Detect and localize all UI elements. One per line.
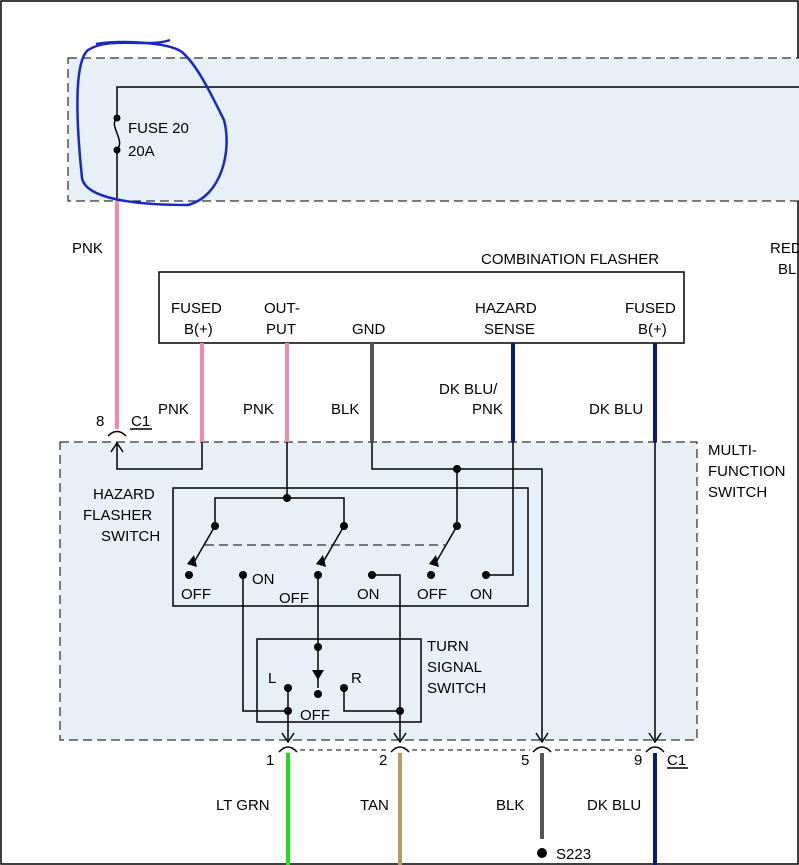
turn-label-3: SWITCH: [427, 680, 486, 697]
connector-top-c1: 8 C1: [96, 413, 152, 437]
pin-1: 1: [266, 752, 274, 769]
pin-2: 2: [379, 752, 387, 769]
terminal-fused-b-left-1: FUSED: [171, 300, 222, 317]
terminal-fused-b-left-2: B(+): [184, 321, 213, 338]
wire-label-fused-b-right: DK BLU: [589, 401, 643, 418]
multifunction-label-1: MULTI-: [708, 442, 757, 459]
combination-flasher: COMBINATION FLASHER FUSED B(+) OUT- PUT …: [158, 251, 685, 344]
terminal-fused-b-right-1: FUSED: [625, 300, 676, 317]
multifunction-label-2: FUNCTION: [708, 463, 786, 480]
pin-5: 5: [521, 752, 529, 769]
fuse-name: FUSE 20: [128, 120, 189, 137]
fuse-block: FUSE 20 20A: [67, 57, 799, 202]
annotation-circle: [76, 38, 228, 207]
right-edge-label-1: RED: [770, 240, 799, 257]
turn-left: L: [268, 670, 276, 687]
hazard-pos-3: OFF: [279, 590, 309, 607]
wire-label-dk-blu: DK BLU: [587, 797, 641, 814]
wire-label-fuse-out: PNK: [72, 240, 103, 257]
terminal-hazard-sense-1: HAZARD: [475, 300, 537, 317]
hazard-pos-1: OFF: [181, 586, 211, 603]
wire-label-blk: BLK: [496, 797, 524, 814]
flasher-title: COMBINATION FLASHER: [481, 251, 659, 268]
terminal-hazard-sense-2: SENSE: [484, 321, 535, 338]
bottom-connector-name: C1: [667, 752, 686, 769]
fuse-rating: 20A: [128, 143, 155, 160]
bottom-connector-c1: C1 1 2 5 9: [266, 732, 688, 769]
wire-label-gnd: BLK: [331, 401, 359, 418]
hazard-label-2: FLASHER: [83, 507, 152, 524]
multifunction-switch-box: [60, 442, 697, 740]
splice-dot: [537, 848, 547, 858]
wire-label-lt-grn: LT GRN: [216, 797, 270, 814]
hazard-pos-5: OFF: [417, 586, 447, 603]
turn-off: OFF: [300, 707, 330, 724]
wire-label-tan: TAN: [360, 797, 389, 814]
connector-top-pin: 8: [96, 413, 104, 430]
hazard-flasher-switch: HAZARD FLASHER SWITCH OFF ON: [83, 441, 543, 740]
wire-label-fused-b-left: PNK: [158, 401, 189, 418]
hazard-pos-6: ON: [470, 586, 493, 603]
terminal-output-2: PUT: [266, 321, 296, 338]
bottom-wires: [286, 753, 657, 865]
hazard-label-3: SWITCH: [101, 528, 160, 545]
terminal-output-1: OUT-: [264, 300, 300, 317]
wire-label-hazard-sense-1: DK BLU/: [439, 381, 498, 398]
wire-label-hazard-sense-2: PNK: [472, 401, 503, 418]
turn-right: R: [351, 670, 362, 687]
upper-wires: [115, 201, 657, 442]
hazard-pos-4: ON: [357, 586, 380, 603]
wire-label-output: PNK: [243, 401, 274, 418]
terminal-gnd: GND: [352, 321, 386, 338]
turn-signal-switch: TURN SIGNAL SWITCH L R OFF: [242, 574, 486, 740]
turn-label-1: TURN: [427, 638, 469, 655]
connector-top-name: C1: [131, 413, 150, 430]
pin-9: 9: [634, 752, 642, 769]
multifunction-label-3: SWITCH: [708, 484, 767, 501]
right-edge-label-2: BL: [778, 261, 796, 278]
hazard-pos-2: ON: [252, 571, 275, 588]
hazard-label-1: HAZARD: [93, 486, 155, 503]
splice-label: S223: [556, 846, 591, 863]
terminal-fused-b-right-2: B(+): [638, 321, 667, 338]
turn-label-2: SIGNAL: [427, 659, 482, 676]
